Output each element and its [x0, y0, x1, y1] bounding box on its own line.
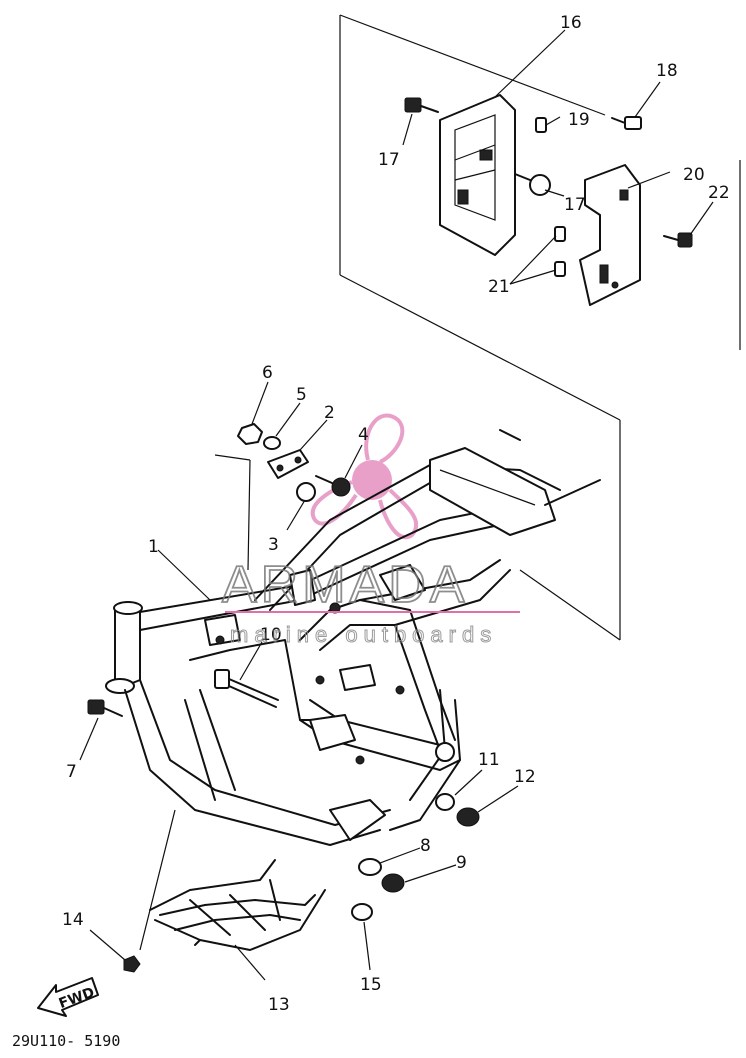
bolt-22: [663, 232, 693, 248]
side-cover-plate: [579, 164, 641, 306]
watermark-tagline: marine outboards: [230, 622, 497, 647]
callout-6: 6: [262, 363, 273, 383]
box-outline-top: [339, 14, 606, 116]
callout-21: 21: [488, 277, 510, 297]
head-pipe: [114, 604, 141, 691]
callout-5: 5: [296, 385, 307, 405]
watermark-logo-blade-top: [364, 413, 405, 464]
callout-1: 1: [148, 537, 159, 557]
callout-13: 13: [268, 995, 290, 1015]
callout-10: 10: [260, 625, 282, 645]
down-tube-left: [124, 689, 381, 846]
grommets-21: [554, 226, 566, 277]
bolt-3: [296, 482, 316, 502]
engine-bracket-2: [267, 449, 309, 479]
callout-14: 14: [62, 910, 84, 930]
callout-2: 2: [324, 403, 335, 423]
main-frame: [105, 429, 601, 846]
diagram-code: 29U110- 5190: [12, 1032, 120, 1050]
bolt-17-left: [404, 97, 439, 113]
callout-17-left: 17: [378, 150, 400, 170]
callout-17-right: 17: [564, 195, 586, 215]
callout-20: 20: [683, 165, 705, 185]
battery-box-bracket: [439, 94, 516, 256]
watermark-logo-blade-right: [378, 488, 419, 540]
bolt-7: [87, 699, 123, 717]
washer-5: [263, 436, 281, 450]
callout-9: 9: [456, 853, 467, 873]
grommet-19: [535, 117, 547, 133]
engine-guard-13: [149, 859, 326, 951]
down-tube-right: [189, 639, 321, 721]
callout-7: 7: [66, 762, 77, 782]
watermark-brand: ARMADA: [222, 556, 468, 614]
callout-15: 15: [360, 975, 382, 995]
bolt-4: [315, 475, 351, 497]
forward-direction-arrow: FWD: [37, 977, 99, 1017]
watermark-logo: [310, 413, 419, 540]
engine-mount-bolt-10: [214, 669, 279, 708]
callout-19: 19: [568, 110, 590, 130]
callout-12: 12: [514, 767, 536, 787]
bolt-18: [611, 116, 642, 130]
callout-8: 8: [420, 836, 431, 856]
collar-8: [358, 858, 382, 876]
nut-12: [456, 807, 480, 827]
callout-11: 11: [478, 750, 500, 770]
callout-16: 16: [560, 13, 582, 33]
callout-22: 22: [708, 183, 730, 203]
nut-9: [381, 873, 405, 893]
bolt-14: [123, 955, 141, 973]
watermark-logo-center: [352, 460, 392, 500]
nut-6: [237, 423, 263, 445]
callout-labels: 1 2 3 4 5 6 7 8 9 10 11 12 13 14 15 16 1…: [62, 13, 730, 1015]
leader-lines: [79, 29, 714, 981]
box-outline-diagonal: [339, 274, 621, 421]
exploded-view-box: [339, 14, 741, 641]
callout-18: 18: [656, 61, 678, 81]
bolt-17-right: [514, 173, 551, 196]
callout-3: 3: [268, 535, 279, 555]
box-outline-bottom: [519, 569, 621, 641]
callout-4: 4: [358, 425, 369, 445]
washer-11: [435, 793, 455, 811]
bolt-15: [351, 903, 373, 921]
